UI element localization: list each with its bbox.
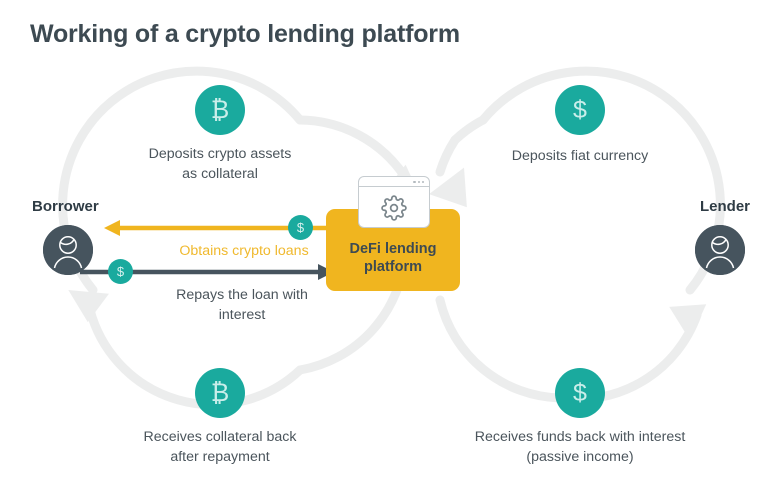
page-title: Working of a crypto lending platform: [30, 20, 460, 48]
step-caption-receives-collateral-back: Receives collateral back after repayment: [143, 429, 297, 465]
flow-badge-repays-the-loan: $: [108, 259, 133, 284]
step-caption-deposits-crypto-collateral: Deposits crypto assets as collateral: [148, 146, 292, 182]
flow-badge-obtains-crypto-loans: $: [288, 215, 313, 240]
step-icon-dollar-deposit: $: [555, 85, 605, 135]
person-avatar-icon: [43, 225, 93, 275]
step-icon-dollar-return: $: [555, 368, 605, 418]
gear-icon: [359, 187, 429, 229]
person-avatar-icon: [695, 225, 745, 275]
browser-title-bar: [359, 186, 429, 188]
dollar-icon: $: [116, 264, 125, 279]
bitcoin-icon: ₿: [210, 95, 230, 124]
step-icon-bitcoin-deposit: ₿: [195, 85, 245, 135]
browser-window-card: [358, 176, 430, 228]
flow-label-obtains-crypto-loans: Obtains crypto loans: [179, 243, 309, 259]
dollar-icon: $: [573, 378, 587, 407]
borrower-avatar: [43, 225, 93, 275]
borrower-label: Borrower: [32, 198, 99, 215]
dollar-icon: $: [573, 95, 587, 124]
step-caption-receives-funds-back: Receives funds back with interest (passi…: [474, 429, 686, 465]
dollar-icon: $: [296, 220, 305, 235]
lender-label: Lender: [700, 198, 751, 215]
step-caption-deposits-fiat-currency: Deposits fiat currency: [511, 148, 649, 164]
flow-label-repays-the-loan: Repays the loan with interest: [176, 287, 308, 323]
bitcoin-icon: ₿: [210, 378, 230, 407]
step-icon-bitcoin-return: ₿: [195, 368, 245, 418]
defi-platform-label: DeFi lending platform: [349, 241, 437, 275]
lender-avatar: [695, 225, 745, 275]
browser-window-dots: [413, 180, 424, 183]
